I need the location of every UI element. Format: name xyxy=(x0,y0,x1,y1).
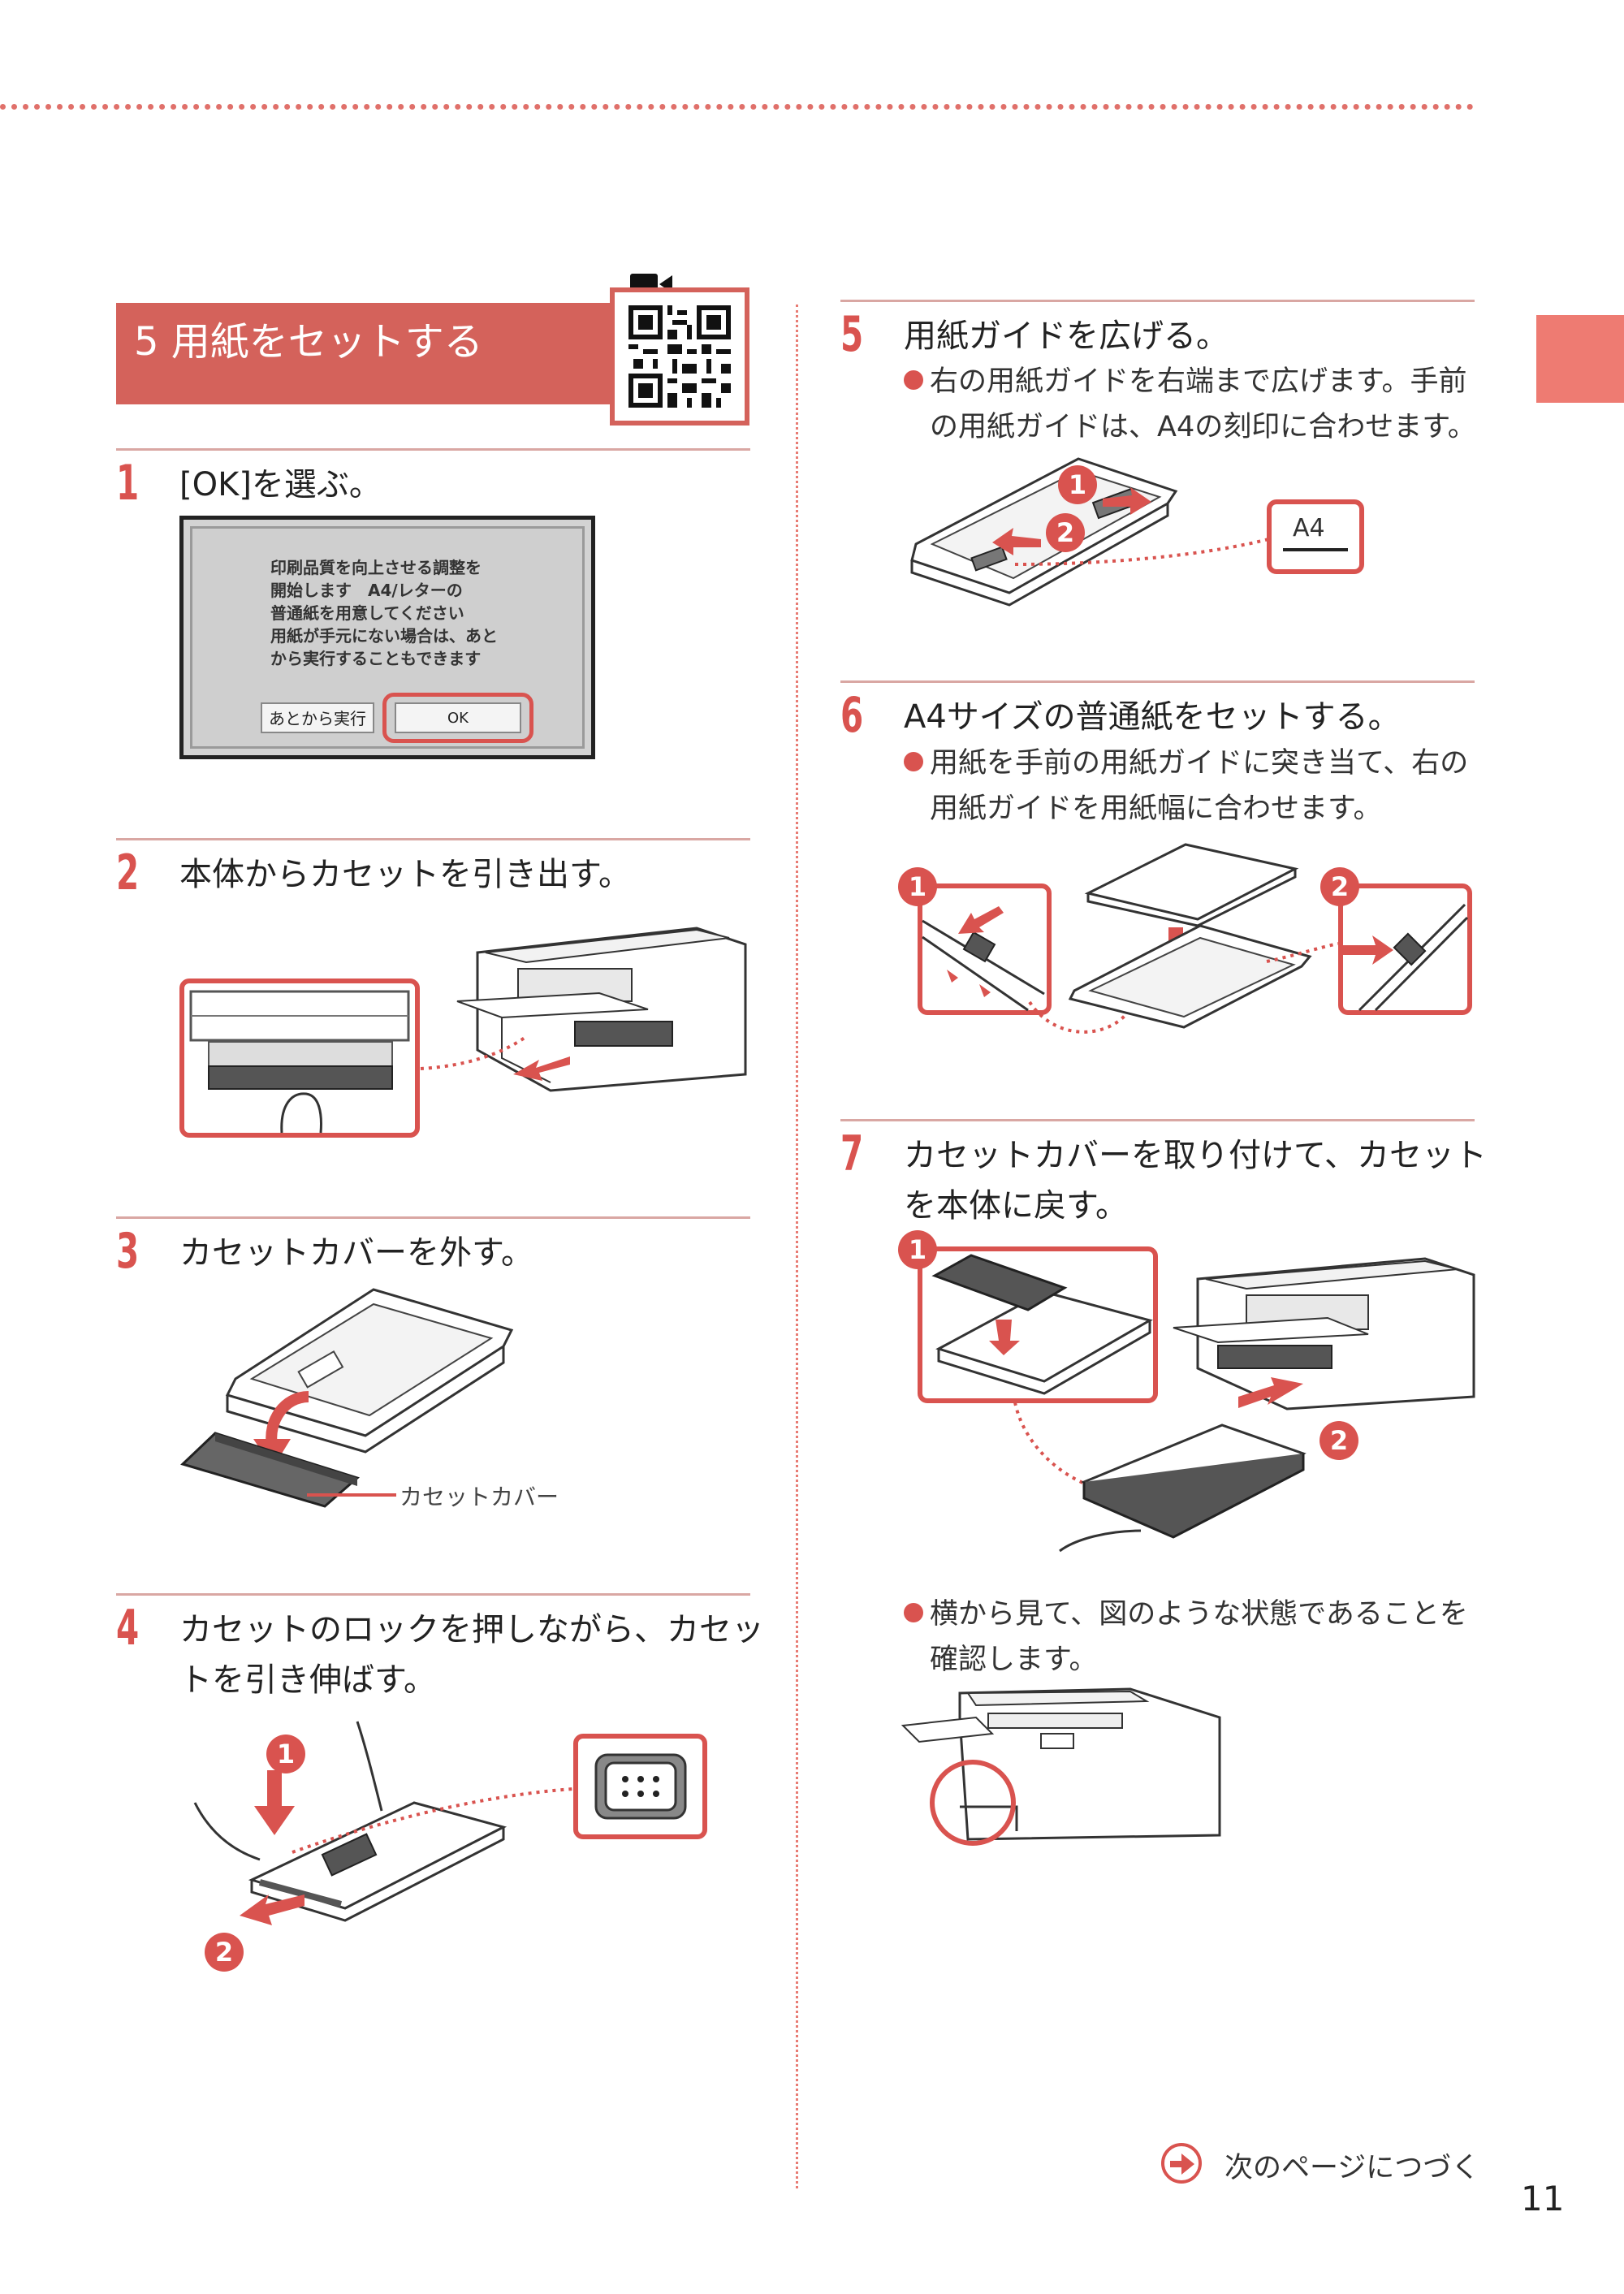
step-7-number: 7 xyxy=(840,1125,864,1182)
lock-callout xyxy=(573,1734,707,1839)
a4-mark-callout: A4 xyxy=(1267,499,1364,574)
callout-connector-6b xyxy=(1266,942,1339,963)
guide-arrow-2 xyxy=(992,528,1041,555)
cassette-return-illustration xyxy=(1059,1423,1307,1553)
cassette-cover-label: カセットカバー xyxy=(400,1484,559,1510)
page-number: 11 xyxy=(1521,2179,1565,2218)
step-6-bullet-line2: 用紙ガイドを用紙幅に合わせます。 xyxy=(930,793,1382,825)
step-2-number: 2 xyxy=(116,845,140,901)
side-view-highlight-circle xyxy=(930,1760,1016,1846)
step-1-title: [OK]を選ぶ。 xyxy=(179,466,382,503)
later-button[interactable]: あとから実行 xyxy=(261,702,374,733)
step-7-title-line1: カセットカバーを取り付けて、カセット xyxy=(904,1137,1487,1174)
section-banner xyxy=(116,303,610,404)
step-7-title-line2: を本体に戻す。 xyxy=(904,1187,1128,1225)
cassette-cover-pointer xyxy=(307,1493,396,1497)
step-1-number: 1 xyxy=(116,455,140,512)
step-4-title-line1: カセットのロックを押しながら、カセッ xyxy=(179,1611,764,1648)
callout-connector-7 xyxy=(1013,1402,1094,1488)
bullet-icon xyxy=(904,1603,923,1622)
section-side-tab xyxy=(1536,315,1624,403)
step-6-bullet-line1: 用紙を手前の用紙ガイドに突き当て、右の xyxy=(904,741,1468,786)
step-6-number: 6 xyxy=(840,687,864,744)
extend-arrow xyxy=(240,1894,304,1925)
next-page-arrow-icon[interactable] xyxy=(1161,2143,1202,2184)
callout-connector-5 xyxy=(1014,537,1272,566)
step-5-number: 5 xyxy=(840,306,864,363)
step-5-badge-2: 2 xyxy=(1046,513,1085,552)
step-6-bullet-text1: 用紙を手前の用紙ガイドに突き当て、右の xyxy=(930,747,1469,780)
bullet-icon xyxy=(904,370,923,390)
step-5-rule xyxy=(840,300,1475,302)
attach-cover-callout xyxy=(918,1246,1158,1403)
attach-cover-illustration xyxy=(931,1254,1153,1395)
callout-connector-4 xyxy=(292,1787,574,1854)
step-6-badge-1: 1 xyxy=(898,867,937,906)
step-3-rule xyxy=(116,1216,750,1219)
ok-highlight-ring xyxy=(382,693,533,743)
step-2-rule xyxy=(116,838,750,840)
arrow-right-icon xyxy=(1170,2154,1194,2175)
printer-with-cassette-illustration xyxy=(1173,1257,1475,1411)
cassette-cover-illustration xyxy=(180,1432,360,1508)
screen-message: 印刷品質を向上させる調整を 開始します A4/レターの 普通紙を用意してください… xyxy=(270,558,498,668)
step-7-bullet-line2: 確認します。 xyxy=(930,1644,1098,1676)
paper-stack-illustration xyxy=(1084,843,1299,927)
step-5-title: 用紙ガイドを広げる。 xyxy=(904,318,1229,355)
side-view-printer-illustration xyxy=(901,1687,1221,1841)
step-4-badge-1: 1 xyxy=(266,1735,305,1773)
column-divider xyxy=(796,305,798,2188)
step-7-bullet-line1: 横から見て、図のような状態であることを xyxy=(904,1592,1468,1637)
lock-button-icon xyxy=(594,1753,687,1820)
step-6-title: A4サイズの普通紙をセットする。 xyxy=(904,698,1401,736)
insert-arrow xyxy=(1238,1377,1303,1408)
step-5-badge-1: 1 xyxy=(1058,465,1097,504)
step-5-bullet-line1: 右の用紙ガイドを右端まで広げます。手前 xyxy=(904,359,1467,404)
step-5-bullet-line2: の用紙ガイドは、A4の刻印に合わせます。 xyxy=(930,411,1476,443)
qr-code[interactable] xyxy=(610,287,749,426)
callout-connector-6a xyxy=(1028,1000,1127,1034)
cassette-with-paper-illustration xyxy=(1068,924,1312,1029)
step-6-badge-2: 2 xyxy=(1320,867,1359,906)
printer-illustration xyxy=(456,927,747,1092)
guide-arrow-1 xyxy=(1103,487,1151,515)
step-3-title: カセットカバーを外す。 xyxy=(179,1234,533,1272)
right-guide-callout xyxy=(1338,883,1472,1015)
printer-screen: 印刷品質を向上させる調整を 開始します A4/レターの 普通紙を用意してください… xyxy=(179,516,595,759)
front-guide-illustration xyxy=(922,906,1045,1012)
step-4-title-line2: トを引き伸ばす。 xyxy=(179,1661,436,1699)
step-7-bullet-text1: 横から見て、図のような状態であることを xyxy=(930,1598,1468,1631)
cassette-front-illustration xyxy=(189,990,410,1134)
step-6-rule xyxy=(840,680,1475,683)
step-4-rule xyxy=(116,1593,750,1596)
qr-code-pattern xyxy=(628,305,731,408)
step-7-rule xyxy=(840,1119,1475,1121)
next-page-text[interactable]: 次のページにつづく xyxy=(1224,2152,1480,2184)
front-guide-callout xyxy=(918,883,1052,1015)
step-1-rule xyxy=(116,448,750,451)
top-dotted-border xyxy=(0,104,1474,110)
pull-arrow xyxy=(513,1056,570,1081)
step-2-title: 本体からカセットを引き出す。 xyxy=(179,856,631,893)
bullet-icon xyxy=(904,752,923,771)
cassette-front-callout xyxy=(179,979,420,1138)
a4-mark-underline xyxy=(1283,548,1348,551)
extend-cassette-illustration xyxy=(193,1721,508,1922)
ok-button[interactable]: OK xyxy=(395,702,521,733)
press-arrow xyxy=(254,1770,295,1835)
step-7-badge-1: 1 xyxy=(898,1230,937,1269)
section-title: 5 用紙をセットする xyxy=(134,319,483,365)
a4-mark-label: A4 xyxy=(1293,514,1325,542)
step-7-badge-2: 2 xyxy=(1320,1421,1358,1460)
step-3-number: 3 xyxy=(116,1223,140,1280)
right-guide-illustration xyxy=(1343,903,1469,1012)
callout-connector-2 xyxy=(420,1036,526,1070)
step-5-bullet-text1: 右の用紙ガイドを右端まで広げます。手前 xyxy=(930,365,1467,398)
step-4-number: 4 xyxy=(116,1600,140,1657)
step-4-badge-2: 2 xyxy=(205,1933,244,1972)
paper-guide-illustration xyxy=(910,457,1178,607)
